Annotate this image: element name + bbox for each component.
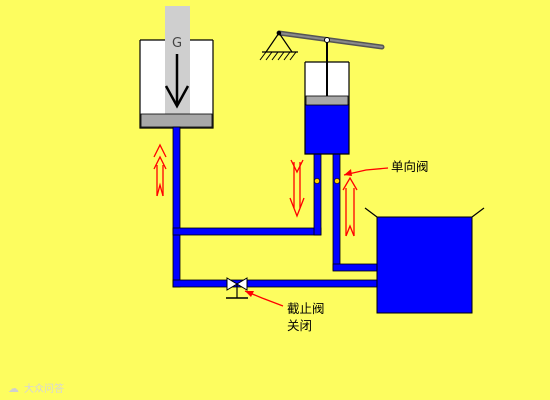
- pipe-reservoir-up: [332, 151, 341, 271]
- pipe-bottom-return: [172, 279, 379, 288]
- large-piston: [140, 113, 213, 128]
- pipe-left-vertical: [172, 126, 181, 288]
- flow-up-arrow-right-icon: [342, 176, 358, 237]
- load-label: G: [172, 36, 182, 51]
- check-valve-label: 单向阀: [391, 159, 429, 174]
- lever-handle-highlight: [278, 32, 383, 48]
- flow-up-arrow-icon: [153, 143, 167, 197]
- lever-assembly: [259, 30, 385, 61]
- pump-cylinder: [304, 40, 350, 155]
- reservoir-fluid: [376, 216, 473, 314]
- large-cylinder: G: [139, 6, 214, 129]
- load-down-arrow-icon: [164, 54, 190, 109]
- rod-pin-icon: [324, 37, 330, 43]
- watermark-logo-icon: ☁: [8, 382, 19, 395]
- pivot-pin-icon: [276, 30, 282, 36]
- stop-valve-state-label: 关闭: [287, 318, 312, 333]
- watermark-text: 大众问答: [24, 382, 64, 395]
- pump-piston: [305, 95, 349, 106]
- stop-valve-label: 截止阀: [287, 301, 325, 316]
- pipes: [172, 126, 379, 288]
- check-valve-left-icon: [314, 178, 320, 184]
- reservoir-rim-right: [471, 207, 485, 218]
- check-valve-right-icon: [334, 178, 340, 184]
- check-valve-pointer-head-icon: [344, 169, 352, 176]
- pipe-pump-down: [313, 151, 322, 236]
- flow-down-arrow-icon: [289, 159, 305, 218]
- reservoir-rim-left: [364, 207, 378, 218]
- reservoir: [364, 207, 485, 314]
- pump-fluid: [305, 104, 349, 154]
- check-valves: [314, 178, 340, 184]
- ground-hatch-icon: [259, 51, 297, 61]
- flow-arrows: [153, 143, 358, 237]
- pipe-reservoir-top: [332, 263, 379, 272]
- pipe-to-pump: [172, 227, 322, 236]
- stop-valve-pointer-head-icon: [245, 291, 254, 297]
- stop-valve-icon[interactable]: [226, 277, 248, 299]
- pump-cylinder-wall: [304, 62, 350, 155]
- label-pointers: [244, 167, 389, 307]
